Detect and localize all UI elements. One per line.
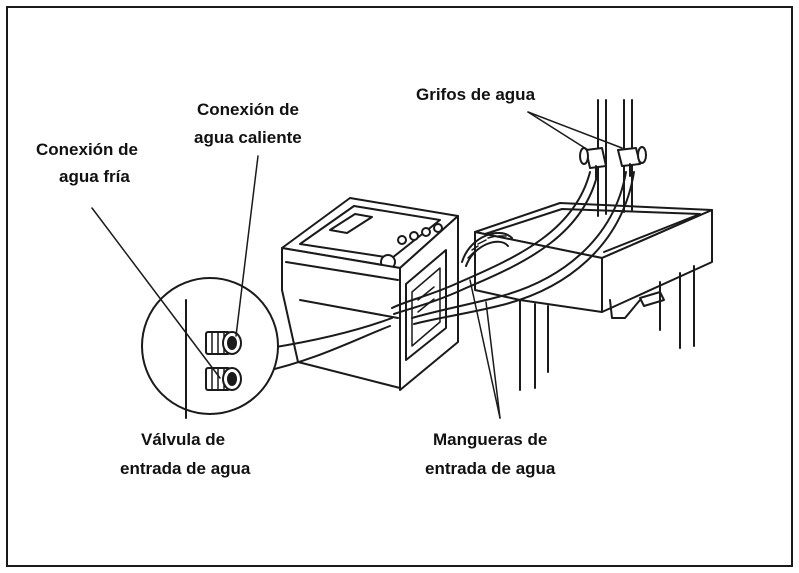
hoses-label-line1: Mangueras de	[433, 430, 547, 449]
hot-connection-label-line1: Conexión de	[197, 100, 299, 119]
hot-connection-label-line2: agua caliente	[194, 128, 302, 147]
cold-connection-label-line2: agua fría	[59, 167, 130, 186]
hoses-label-line2: entrada de agua	[425, 459, 556, 478]
hot-water-connector-icon	[205, 331, 242, 355]
valve-label-line2: entrada de agua	[120, 459, 251, 478]
faucets-label: Grifos de agua	[416, 85, 536, 104]
cold-connection-label-line1: Conexión de	[36, 140, 138, 159]
valve-label-line1: Válvula de	[141, 430, 225, 449]
cold-water-connector-icon	[205, 367, 242, 391]
leader-lines	[91, 111, 623, 419]
valve-magnifier	[141, 277, 279, 419]
inlet-hoses	[261, 171, 635, 373]
diagram-frame	[6, 6, 793, 567]
utility-sink	[474, 99, 713, 391]
